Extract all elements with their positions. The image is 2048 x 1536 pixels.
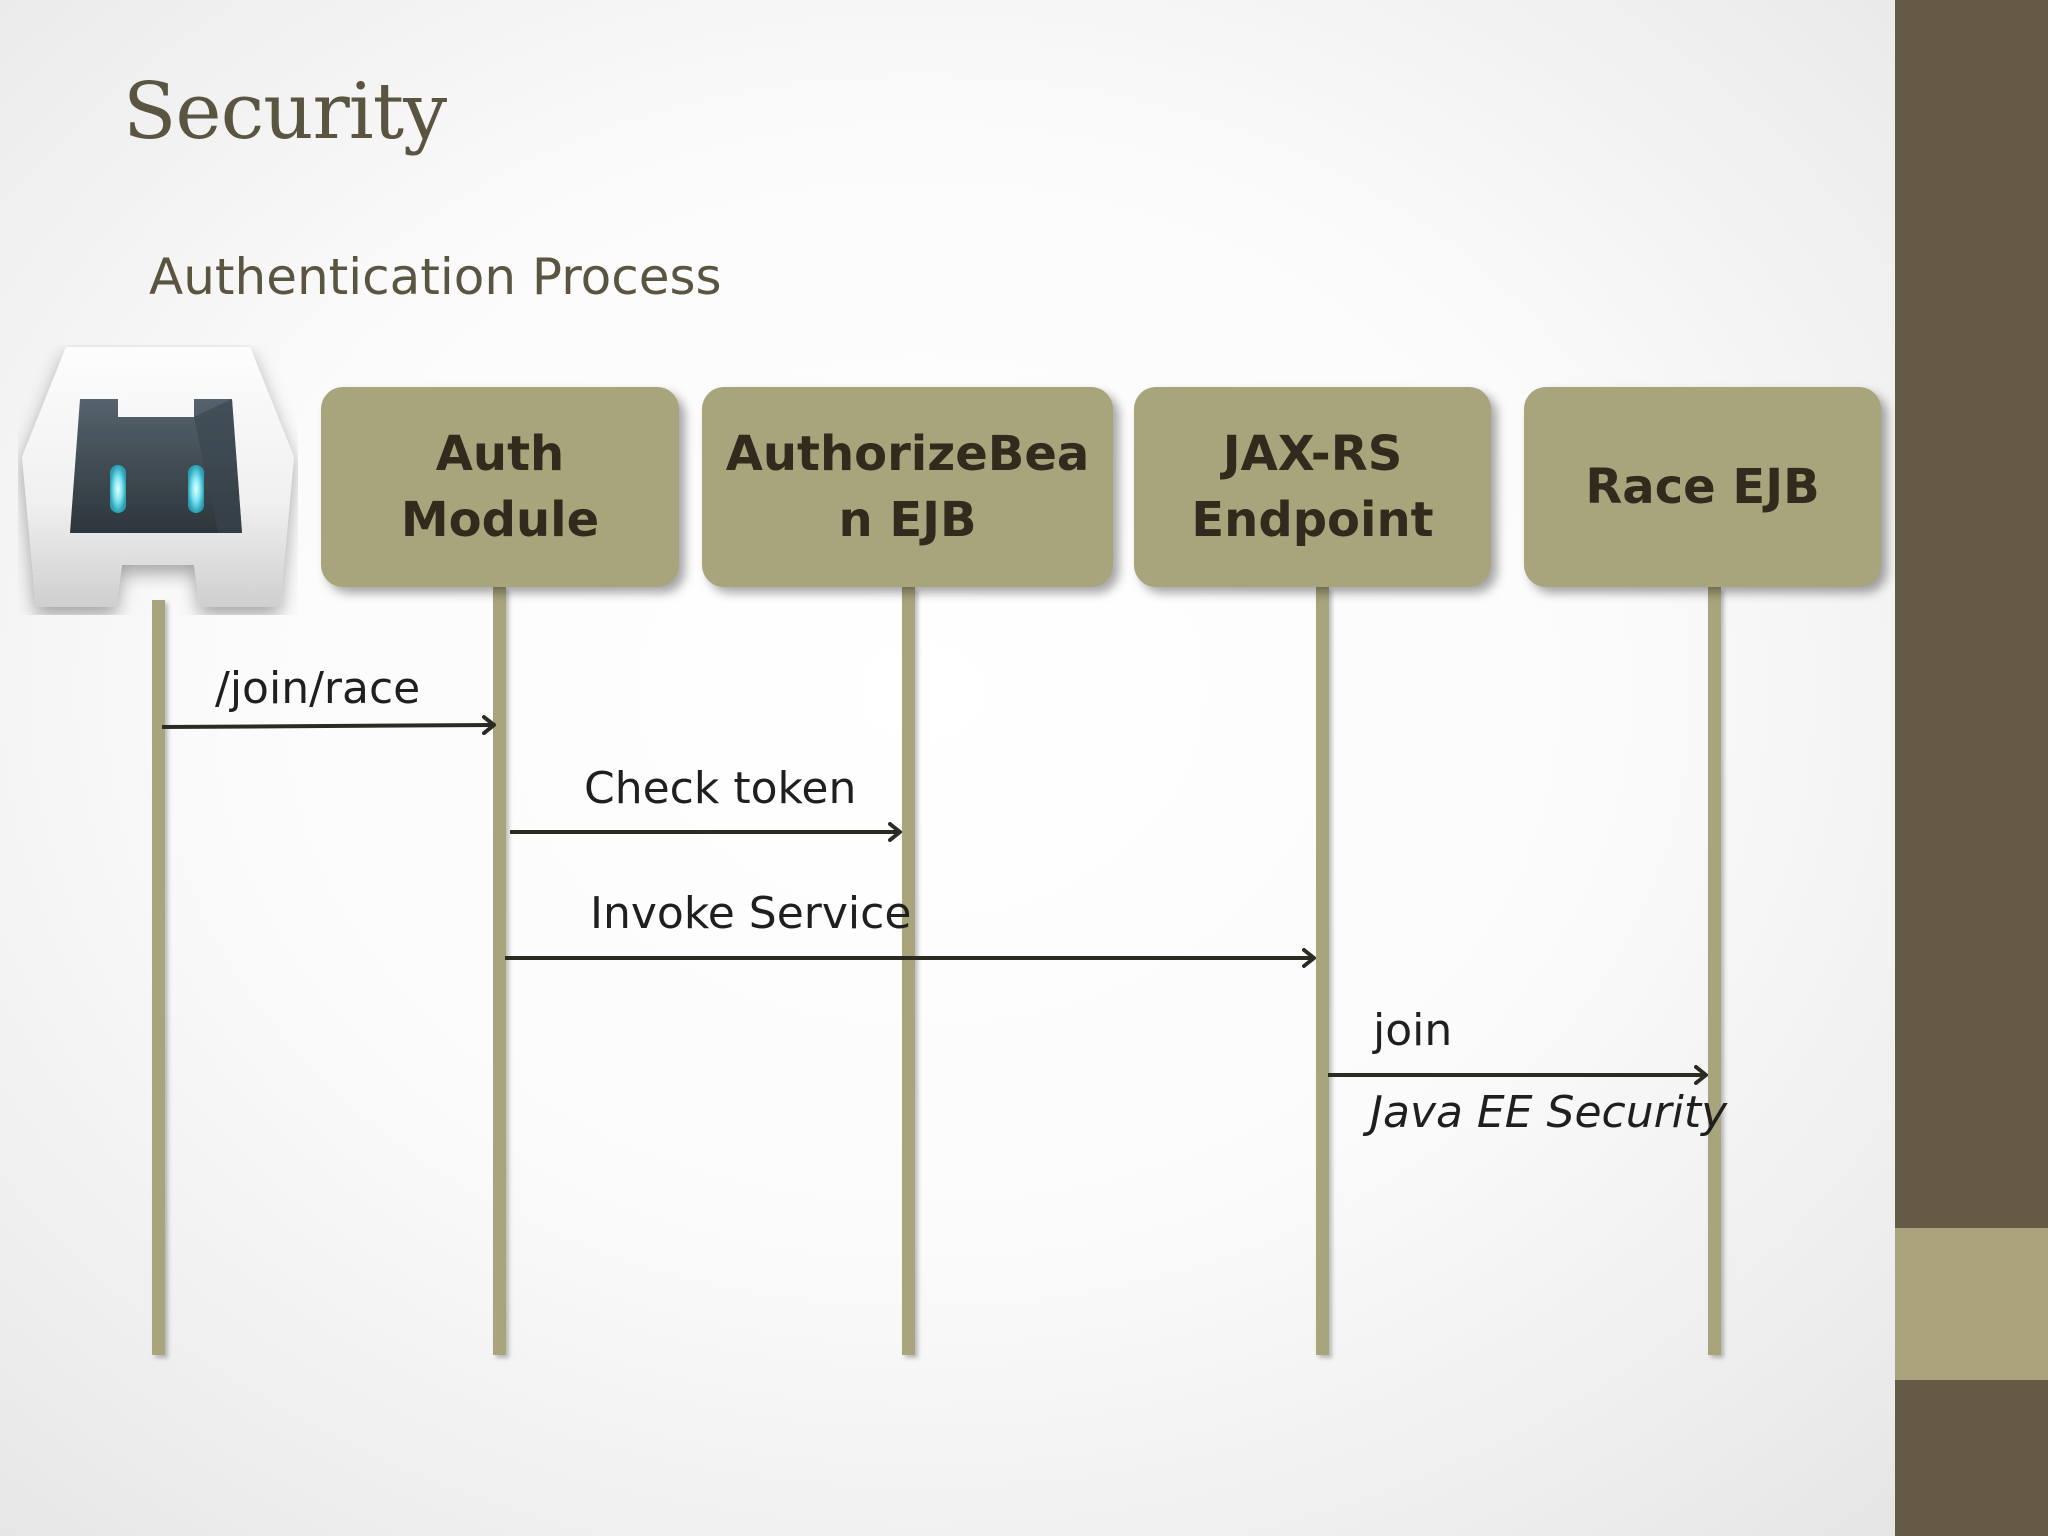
participant-client xyxy=(18,345,298,620)
sidebar-accent-light xyxy=(1895,1228,2048,1380)
message-note-java-ee-security: Java EE Security xyxy=(1370,1087,1728,1138)
message-label-join: join xyxy=(1373,1005,1453,1056)
lifeline-jaxrs-endpoint xyxy=(1316,587,1329,1355)
message-label-invoke-service: Invoke Service xyxy=(590,888,912,939)
message-label-join-race: /join/race xyxy=(215,663,421,714)
message-arrows xyxy=(161,715,1708,1085)
participant-label: Auth Module xyxy=(400,426,600,548)
participant-authorize-bean: AuthorizeBea n EJB xyxy=(702,387,1113,587)
lifeline-client xyxy=(152,600,165,1355)
slide-title: Security xyxy=(123,67,447,157)
participant-jaxrs-endpoint: JAX-RS Endpoint xyxy=(1134,387,1491,587)
participant-label: AuthorizeBea n EJB xyxy=(725,426,1090,548)
message-label-check-token: Check token xyxy=(584,763,857,814)
participant-race-ejb: Race EJB xyxy=(1524,387,1881,587)
cordova-robot-icon xyxy=(22,347,294,607)
lifelines xyxy=(152,587,1721,1355)
participant-label: JAX-RS Endpoint xyxy=(1191,426,1434,548)
lifeline-authorize-bean xyxy=(902,587,915,1355)
participant-auth-module: Auth Module xyxy=(321,387,679,587)
slide-subtitle: Authentication Process xyxy=(149,248,722,306)
lifeline-race-ejb xyxy=(1708,587,1721,1355)
arrow-join-race xyxy=(161,715,496,736)
lifeline-auth-module xyxy=(493,587,506,1355)
participant-label: Race EJB xyxy=(1585,459,1820,515)
